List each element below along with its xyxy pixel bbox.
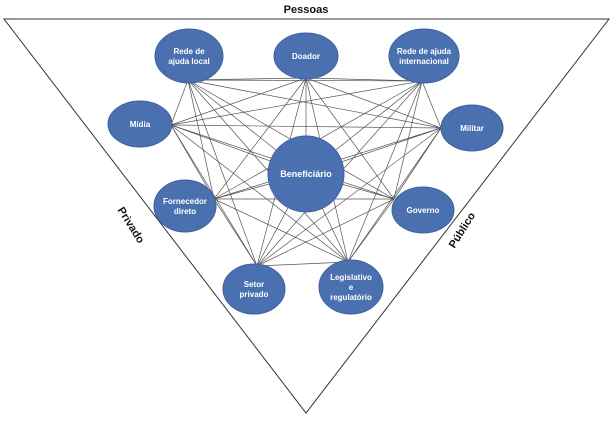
node-shape-midia — [107, 100, 173, 148]
node-beneficiario: Beneficiário — [267, 135, 345, 213]
inverted-triangle-frame — [2, 18, 611, 414]
edge-rede-ajuda-internacional-midia — [170, 80, 423, 126]
edge-rede-ajuda-local-fornecedor-direto — [187, 79, 215, 200]
edge-doador-militar — [305, 77, 442, 129]
node-label-legislativo-regulatorio: regulatório — [330, 293, 372, 302]
edge-doador-rede-ajuda-internacional — [305, 77, 423, 82]
node-label-doador: Doador — [292, 52, 320, 61]
node-label-legislativo-regulatorio: e — [349, 283, 354, 292]
node-shape-militar — [440, 104, 504, 152]
edge-midia-legislativo-regulatorio — [170, 124, 349, 263]
node-shape-fornecedor-direto — [153, 179, 217, 233]
node-doador: Doador — [273, 32, 339, 80]
node-label-rede-ajuda-internacional: internacional — [399, 57, 449, 66]
node-label-setor-privado: privado — [240, 290, 269, 299]
edge-militar-setor-privado — [256, 127, 442, 267]
edge-rede-ajuda-local-militar — [187, 79, 442, 129]
node-label-midia: Mídia — [130, 120, 151, 129]
connection-lines — [170, 77, 442, 267]
top-side-label: Pessoas — [284, 4, 329, 16]
edge-doador-midia — [170, 77, 307, 126]
edge-rede-ajuda-local-setor-privado — [187, 79, 258, 267]
edge-governo-setor-privado — [256, 198, 395, 267]
edge-fornecedor-direto-legislativo-regulatorio — [213, 198, 349, 263]
node-shape-rede-ajuda-internacional — [388, 28, 460, 84]
node-shape-beneficiario — [267, 135, 345, 213]
node-label-rede-ajuda-local: Rede de — [173, 47, 205, 56]
node-shape-rede-ajuda-local — [154, 28, 224, 84]
node-governo: Governo — [391, 186, 455, 234]
edge-rede-ajuda-internacional-militar — [421, 80, 442, 129]
node-label-fornecedor-direto: direto — [174, 207, 196, 216]
node-militar: Militar — [440, 104, 504, 152]
edge-governo-legislativo-regulatorio — [347, 198, 395, 263]
edge-midia-militar — [170, 124, 442, 129]
node-midia: Mídia — [107, 100, 173, 148]
node-label-governo: Governo — [407, 206, 440, 215]
left-side-label: Privado — [115, 205, 147, 246]
node-shape-legislativo-regulatorio — [318, 259, 384, 315]
node-label-militar: Militar — [460, 124, 484, 133]
edge-doador-fornecedor-direto — [213, 77, 307, 200]
node-label-fornecedor-direto: Fornecedor — [163, 197, 207, 206]
node-label-rede-ajuda-internacional: Rede de ajuda — [397, 47, 452, 56]
node-shape-doador — [273, 32, 339, 80]
node-label-setor-privado: Setor — [244, 280, 264, 289]
edge-setor-privado-legislativo-regulatorio — [256, 261, 349, 267]
edge-fornecedor-direto-setor-privado — [213, 198, 258, 267]
node-label-beneficiario: Beneficiário — [280, 169, 332, 179]
node-shape-governo — [391, 186, 455, 234]
node-label-rede-ajuda-local: ajuda local — [168, 57, 209, 66]
edge-rede-ajuda-internacional-governo — [393, 80, 423, 200]
node-label-legislativo-regulatorio: Legislativo — [330, 273, 372, 282]
edge-rede-ajuda-local-doador — [187, 77, 307, 81]
node-shape-setor-privado — [222, 263, 286, 315]
edge-rede-ajuda-internacional-legislativo-regulatorio — [347, 80, 423, 263]
edge-militar-legislativo-regulatorio — [347, 127, 442, 263]
edge-rede-ajuda-local-midia — [170, 79, 189, 126]
